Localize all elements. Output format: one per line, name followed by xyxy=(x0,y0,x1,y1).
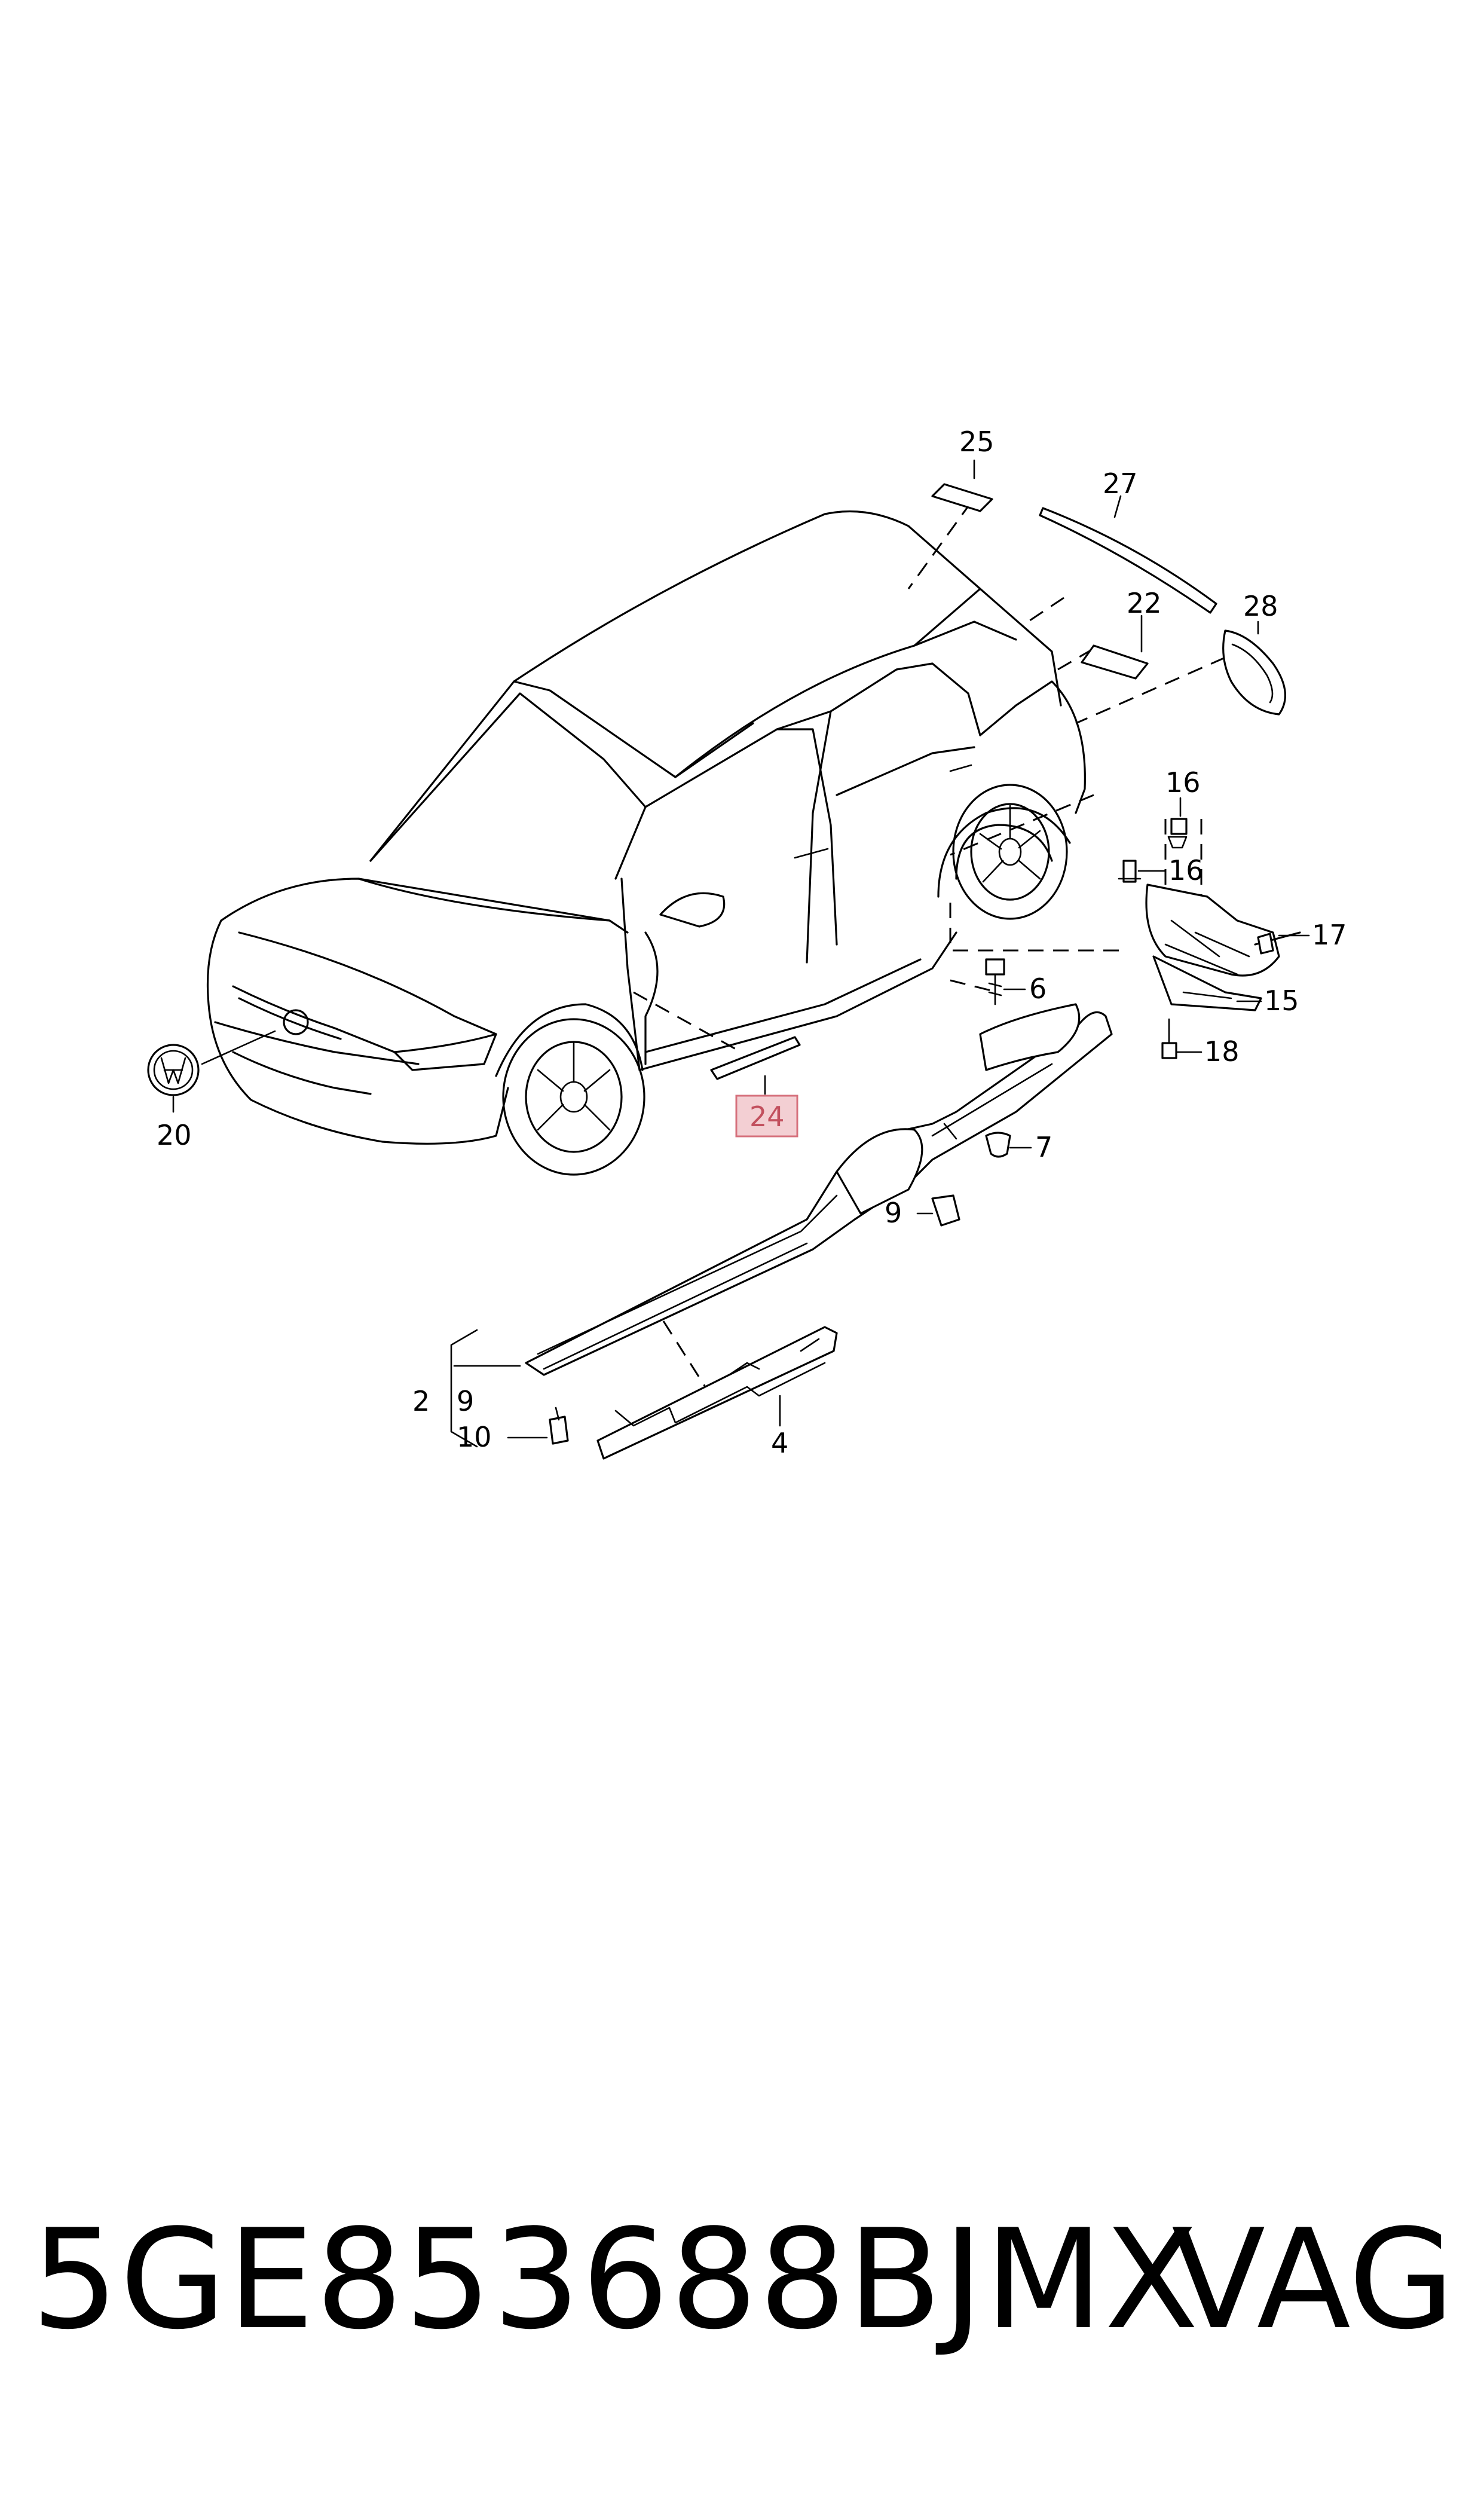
leader-lines xyxy=(633,502,1226,1387)
label-16a: 16 xyxy=(1165,766,1201,799)
car-illustration xyxy=(206,510,1086,1176)
label-28: 28 xyxy=(1243,590,1278,622)
label-10: 10 xyxy=(457,1421,492,1453)
label-15: 15 xyxy=(1264,985,1299,1017)
label-24: 24 xyxy=(749,1100,785,1133)
label-25: 25 xyxy=(959,426,995,458)
callout-24-highlight[interactable]: 24 xyxy=(735,1095,798,1138)
label-4: 4 xyxy=(771,1427,788,1459)
label-9-upper: 9 xyxy=(885,1197,902,1229)
part-28-shape xyxy=(1222,629,1286,716)
part-24-shape xyxy=(710,1036,801,1080)
part-4-bracket xyxy=(596,1326,838,1460)
label-17: 17 xyxy=(1312,919,1347,951)
part-2-sill xyxy=(525,1003,1113,1376)
label-16b: 16 xyxy=(1168,854,1204,886)
part-9a-shape xyxy=(931,1194,960,1227)
part-25-shape xyxy=(931,483,993,512)
label-7: 7 xyxy=(1035,1131,1052,1163)
label-9-lower: 9 xyxy=(457,1385,474,1417)
label-20: 20 xyxy=(157,1119,192,1151)
part-6-shape xyxy=(985,958,1005,976)
part-number: 5GE853688BJMX xyxy=(31,2200,1200,2360)
part-16a-shape xyxy=(1170,818,1188,835)
part-18-shape xyxy=(1161,1042,1177,1059)
part-22-shape xyxy=(1081,644,1149,680)
label-18: 18 xyxy=(1204,1035,1240,1068)
part-labels: 25 27 22 28 16 16 17 15 18 6 7 9 20 2 9 … xyxy=(157,426,1347,1459)
part-7-shape xyxy=(985,1132,1011,1158)
callout-leaders xyxy=(172,459,1310,1448)
part-16b-shape xyxy=(1122,860,1137,883)
brand-name: VAG xyxy=(1171,2200,1455,2360)
label-27: 27 xyxy=(1103,467,1138,500)
label-22: 22 xyxy=(1127,587,1162,619)
label-2: 2 xyxy=(412,1385,430,1417)
label-6: 6 xyxy=(1029,973,1047,1005)
part-15-shape xyxy=(1145,883,1280,977)
parts xyxy=(147,483,1301,1460)
part-20-emblem xyxy=(147,1044,200,1096)
part-10-shape xyxy=(549,1416,569,1445)
part-27-shape xyxy=(1039,507,1217,614)
callout-24-box xyxy=(735,1095,798,1138)
